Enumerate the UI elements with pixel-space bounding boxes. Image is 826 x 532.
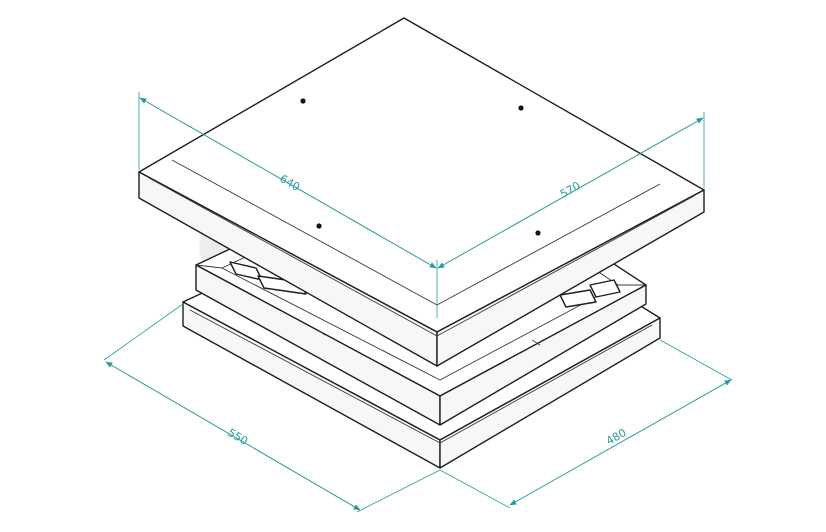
screw-hole-icon xyxy=(300,98,306,104)
screw-hole-icon xyxy=(535,230,541,236)
dimension-label-base-length: 550 xyxy=(225,426,250,448)
screw-hole-icon xyxy=(316,223,322,229)
screw-hole-icon xyxy=(518,105,524,111)
dimension-annotations: 640 570 550 480 xyxy=(103,92,733,513)
